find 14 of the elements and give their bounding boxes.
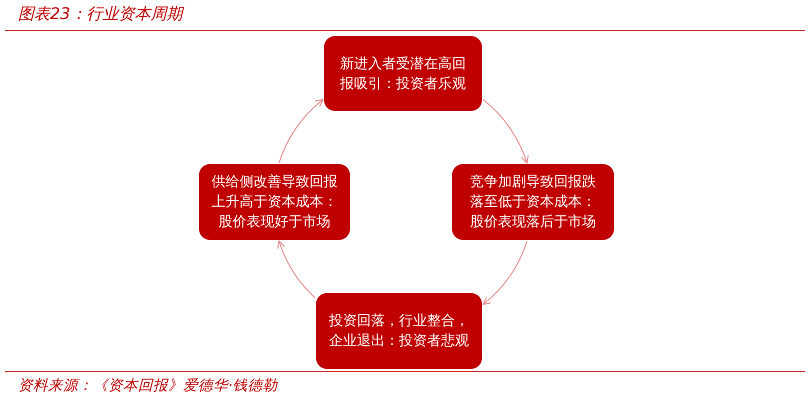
cycle-arrow: [278, 240, 316, 298]
step-text: 供给侧改善导致回报上升高于资本成本：股价表现好于市场: [210, 173, 338, 232]
step-text: 新进入者受潜在高回报吸引：投资者乐观: [339, 54, 467, 94]
step-text: 投资回落，行业整合，企业退出：投资者悲观: [328, 312, 470, 351]
cycle-arrow: [482, 99, 528, 164]
step-box: [199, 164, 350, 240]
step-box: [316, 293, 482, 369]
source-note: 资料来源：《资本回报》爱德华·钱德勒: [18, 377, 278, 396]
step-box: [324, 36, 482, 111]
cycle-arrow: [482, 240, 528, 305]
step-text: 竞争加剧导致回报跌落至低于资本成本：股价表现落后于市场: [469, 173, 597, 232]
figure-title: 图表23：行业资本周期: [18, 3, 182, 25]
cycle-arrow: [278, 99, 324, 164]
step-box: [452, 164, 614, 240]
